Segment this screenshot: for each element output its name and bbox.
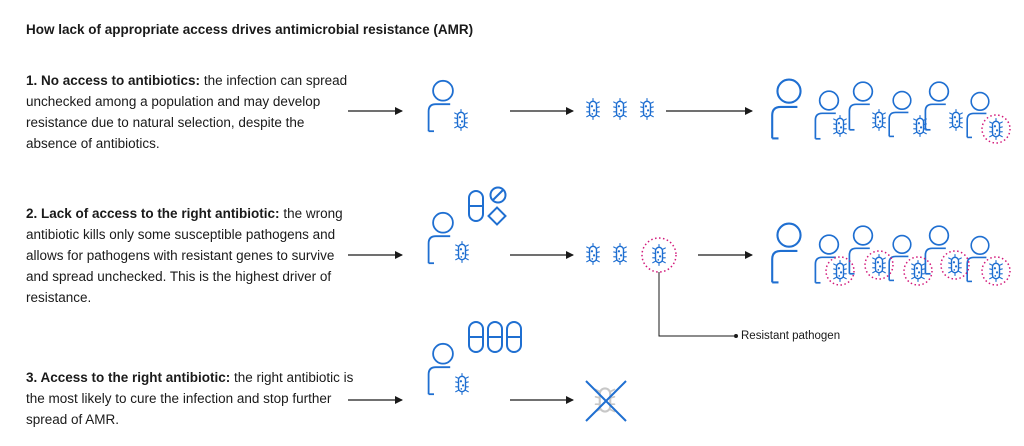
resistant-ring [940, 250, 970, 280]
resistant-ring [825, 256, 855, 286]
infected-person-icon [427, 342, 454, 396]
population-group [771, 78, 1011, 144]
infected-person-icon [427, 211, 454, 265]
resistant-pathogen-callout [658, 272, 738, 338]
pathogen-icon [455, 240, 469, 264]
resistant-pathogen-label: Resistant pathogen [741, 330, 841, 342]
pathogen-icon [613, 97, 627, 121]
row-3-body: the right antibiotic is the most likely … [26, 370, 354, 427]
cross-icon [585, 380, 627, 422]
resistant-pathogen-icon [911, 259, 925, 283]
row-3-heading: 3. Access to the right antibiotic: [26, 370, 231, 385]
row-1-text: 1. No access to antibiotics: the infecti… [26, 70, 356, 154]
infected-person-icon [427, 79, 454, 133]
resistant-pathogen-icon [989, 259, 1003, 283]
pathogen-icon [613, 242, 627, 266]
resistant-ring [641, 237, 677, 273]
resistant-ring [903, 256, 933, 286]
pathogen-icon [949, 108, 963, 132]
pathogen-icon [586, 242, 600, 266]
resistant-ring [981, 256, 1011, 286]
pathogen-icon [455, 372, 469, 396]
row-1-body: the infection can spread unchecked among… [26, 73, 348, 151]
pathogen-icon [586, 97, 600, 121]
right-antibiotic-icon [468, 321, 522, 353]
resistant-pathogen-icon [872, 253, 886, 277]
person-icon [888, 90, 912, 138]
row-2-text: 2. Lack of access to the right antibioti… [26, 203, 356, 308]
pathogen-icon [913, 114, 927, 138]
person-icon [771, 222, 802, 284]
person-icon [966, 235, 990, 283]
resistant-ring [864, 250, 894, 280]
row-3-text: 3. Access to the right antibiotic: the r… [26, 367, 356, 430]
callout-leader-line [658, 272, 734, 337]
pathogen-icon [454, 108, 468, 132]
person-icon [924, 81, 950, 131]
resistant-pathogen-icon [833, 259, 847, 283]
person-icon [814, 234, 840, 284]
person-icon [888, 234, 912, 282]
row-2-graphic [348, 186, 1011, 286]
resistant-pathogen-icon [652, 243, 666, 267]
page-title: How lack of appropriate access drives an… [26, 22, 474, 37]
wrong-antibiotic-icon [468, 186, 507, 226]
person-icon [966, 91, 990, 139]
row-2-heading: 2. Lack of access to the right antibioti… [26, 206, 280, 221]
population-group [771, 222, 1011, 286]
person-icon [924, 225, 950, 275]
person-icon [848, 81, 874, 131]
person-icon [814, 90, 840, 140]
row-2-body: the wrong antibiotic kills only some sus… [26, 206, 343, 305]
pathogen-icon [833, 114, 847, 138]
person-icon [848, 225, 874, 275]
callout-dot [734, 334, 738, 338]
person-icon [771, 78, 802, 140]
row-3-graphic [348, 321, 627, 422]
resistant-pathogen-icon [989, 117, 1003, 141]
resistant-pathogen-icon [948, 253, 962, 277]
pathogen-icon [640, 97, 654, 121]
resistant-ring [981, 114, 1011, 144]
pathogen-icon [872, 108, 886, 132]
row-1-graphic [348, 78, 1011, 144]
row-1-heading: 1. No access to antibiotics: [26, 73, 201, 88]
